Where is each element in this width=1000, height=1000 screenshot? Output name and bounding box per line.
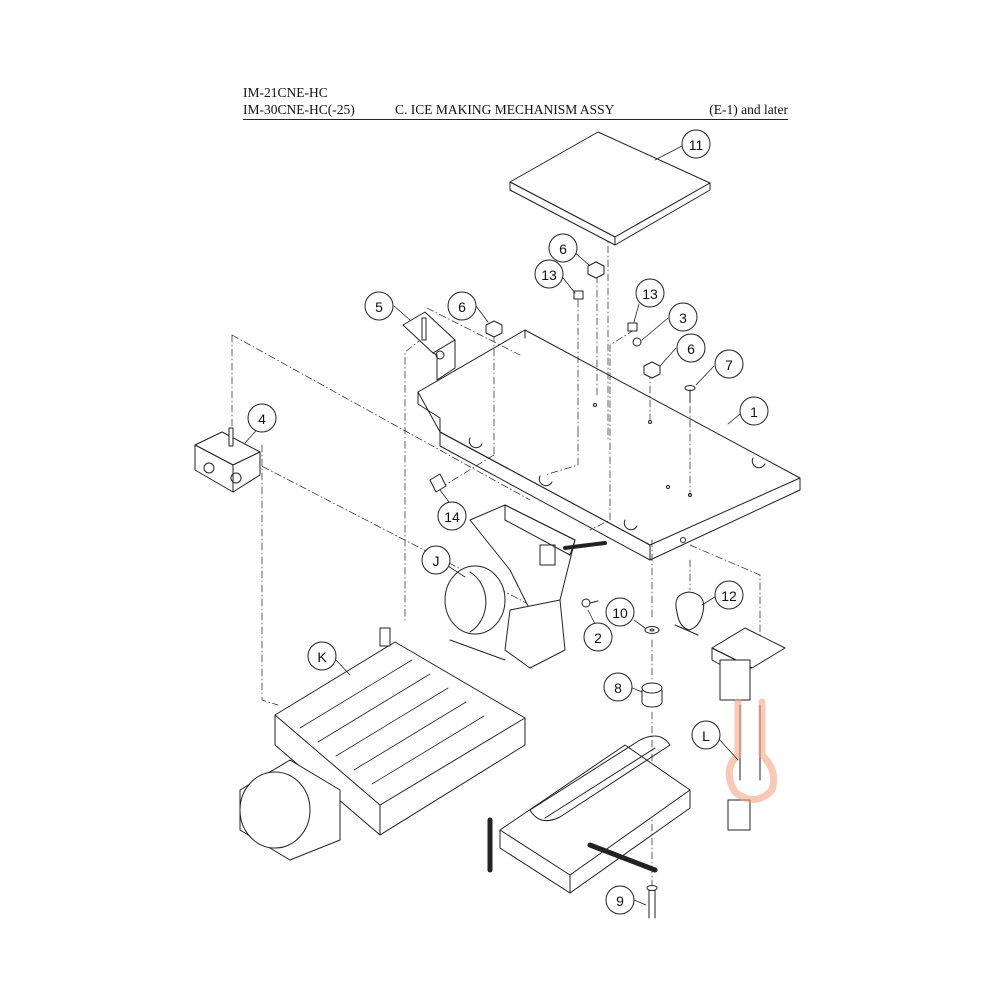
evaporator-coil (487, 735, 691, 894)
callout-12: 12 (721, 588, 737, 604)
callout-6: 6 (458, 299, 466, 315)
callout-11: 11 (689, 137, 704, 153)
callout-l: L (702, 728, 710, 744)
hardware-fasteners (429, 261, 696, 493)
callout-7: 7 (725, 357, 733, 373)
callout-5: 5 (375, 299, 383, 315)
part-1-base-frame (417, 329, 801, 561)
part-l-bin-control (711, 627, 786, 831)
header: IM-21CNE-HC IM-30CNE-HC(-25) C. ICE MAKI… (243, 82, 788, 122)
callout-1: 1 (750, 404, 758, 420)
callout-3: 3 (679, 310, 687, 326)
callout-10: 10 (612, 605, 628, 621)
header-rule (243, 119, 788, 120)
callout-9: 9 (616, 893, 624, 909)
section-title: C. ICE MAKING MECHANISM ASSY (395, 102, 615, 117)
part-12-clip (674, 591, 705, 636)
model-number-1: IM-21CNE-HC (243, 85, 328, 100)
part-4-bracket (194, 427, 261, 493)
callout-14: 14 (444, 509, 460, 525)
part-k-evaporator (239, 627, 526, 861)
part-l-highlight (725, 698, 778, 803)
callout-4: 4 (258, 411, 266, 427)
part-11-top-cover (509, 131, 711, 246)
callout-8: 8 (614, 680, 622, 696)
callout-k: K (317, 649, 327, 665)
callout-labels: 11 6 13 5 6 13 3 6 7 1 4 14 J 2 10 12 8 … (258, 137, 758, 909)
small-parts (581, 598, 663, 919)
model-number-2: IM-30CNE-HC(-25) (243, 102, 355, 117)
callout-2: 2 (594, 630, 602, 646)
callout-j: J (433, 553, 440, 569)
callout-6: 6 (559, 241, 567, 257)
part-5-bracket (402, 311, 456, 381)
callout-6: 6 (687, 341, 695, 357)
revision-note: (E-1) and later (709, 102, 788, 117)
part-j-gear-motor (444, 504, 607, 669)
callout-13: 13 (642, 286, 658, 302)
callout-circles (247, 129, 769, 915)
callout-13: 13 (541, 267, 557, 283)
